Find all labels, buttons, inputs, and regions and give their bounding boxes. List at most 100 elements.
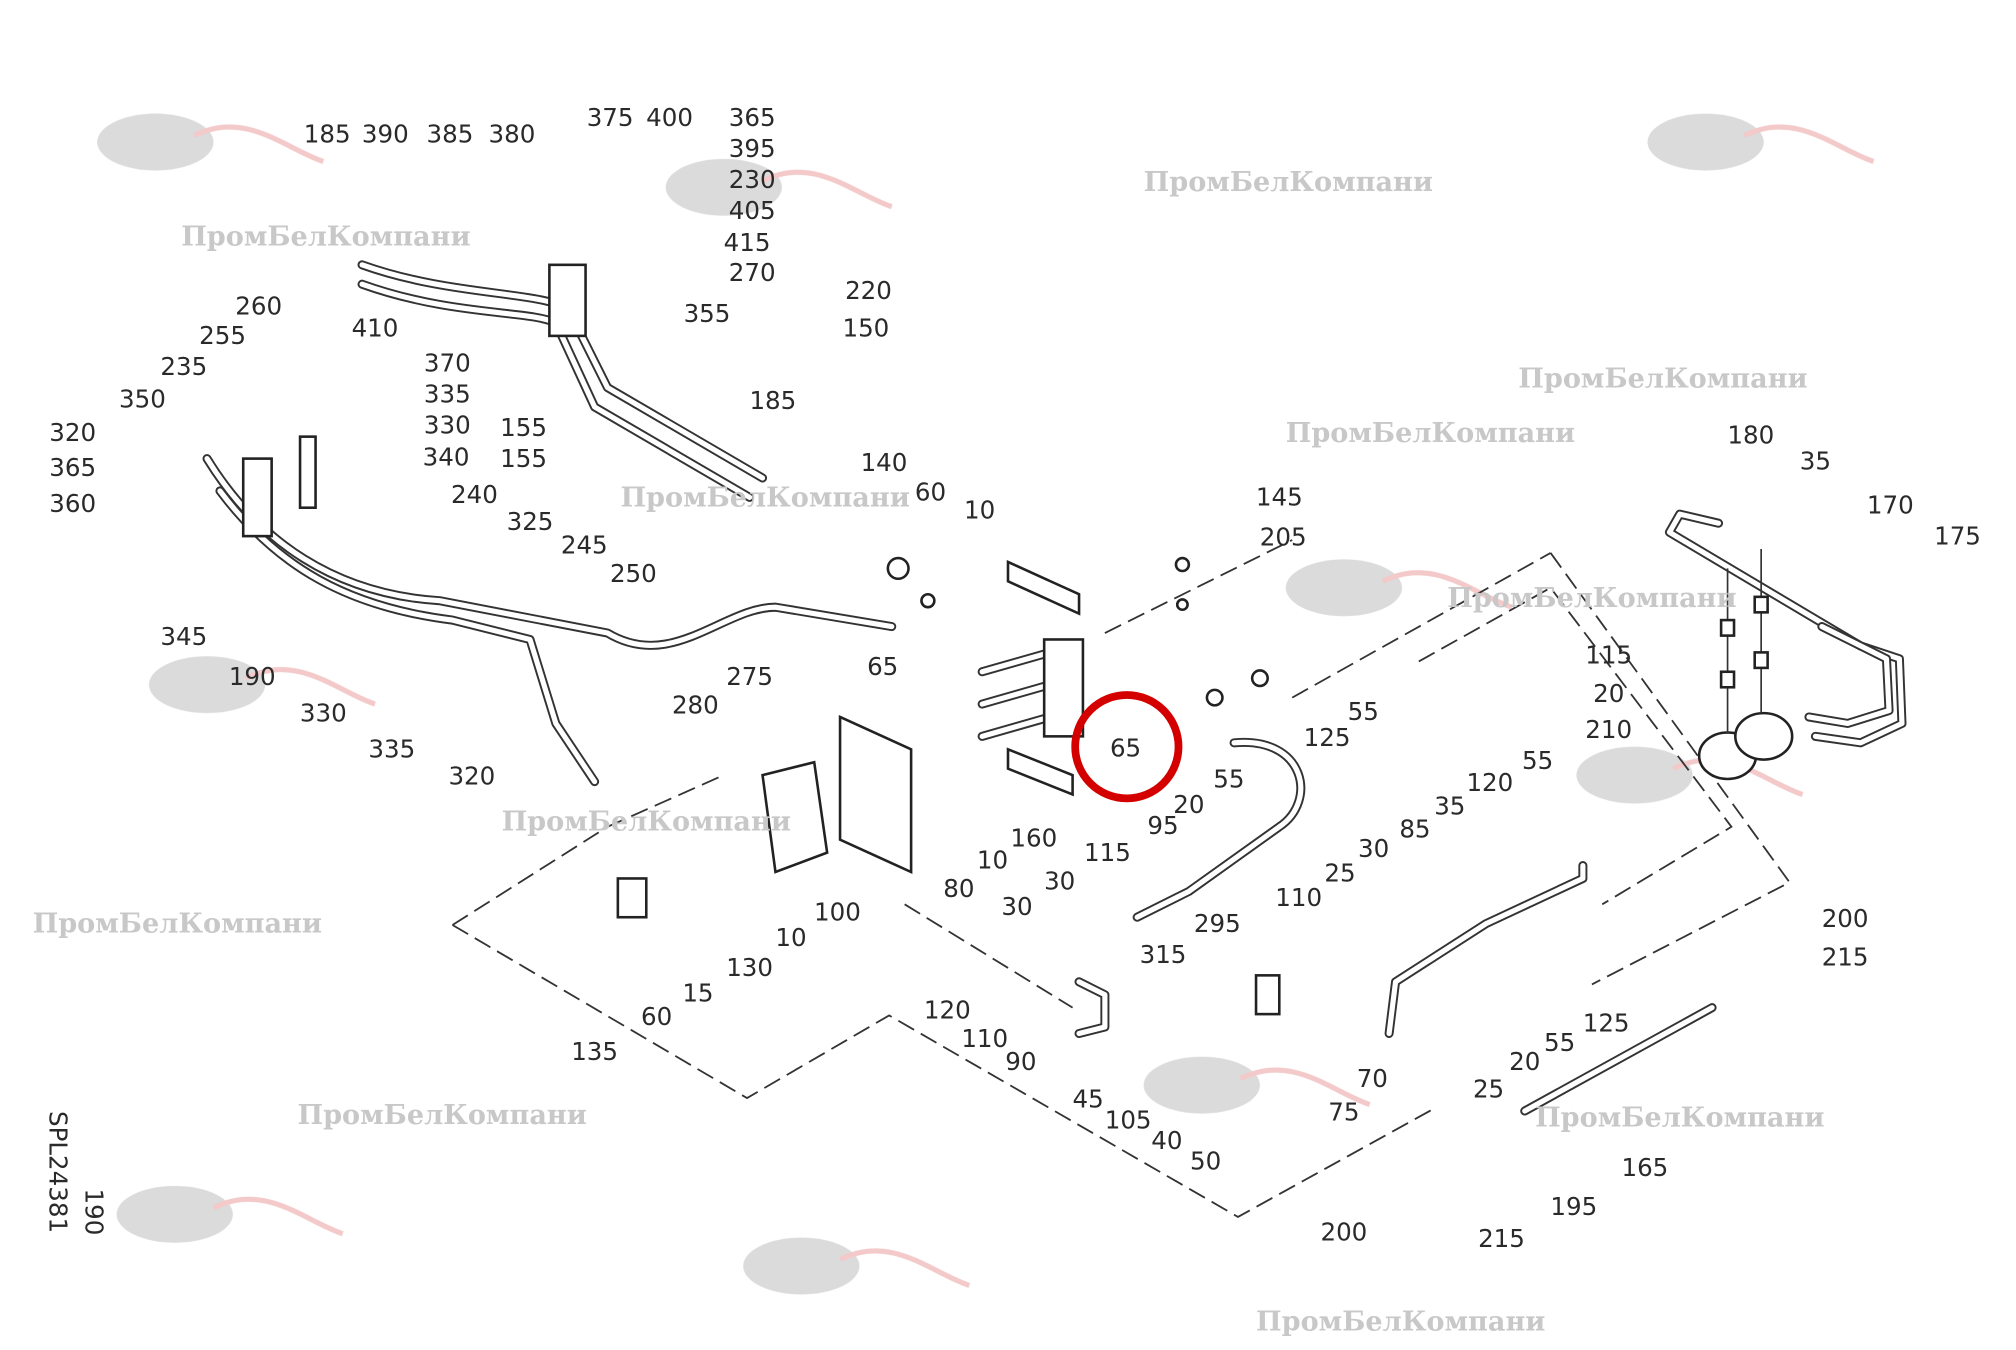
callout-label: 215 <box>1822 943 1869 972</box>
callout-label: 65 <box>1110 733 1141 762</box>
callout-label: 90 <box>1005 1047 1036 1076</box>
callout-label: 125 <box>1583 1008 1630 1037</box>
callout-label: 210 <box>1585 715 1632 744</box>
callout-label: 60 <box>915 477 946 506</box>
callout-label: 150 <box>842 313 889 342</box>
callout-label: 10 <box>775 923 806 952</box>
callout-label: 260 <box>235 291 282 320</box>
callout-label: 215 <box>1478 1224 1525 1253</box>
callout-label: 385 <box>426 120 473 149</box>
callout-label: 100 <box>814 897 861 926</box>
callout-label: 235 <box>160 352 207 381</box>
callout-label: 120 <box>1466 768 1513 797</box>
callout-label: 255 <box>199 321 246 350</box>
callout-label: 370 <box>424 348 471 377</box>
callout-label: 180 <box>1727 421 1774 450</box>
callout-label: 60 <box>641 1002 672 1031</box>
callout-label: 270 <box>729 258 776 287</box>
callout-label: 220 <box>845 276 892 305</box>
dashed-assembly-lines <box>452 539 1791 1218</box>
callout-label: 75 <box>1328 1098 1359 1127</box>
callout-label: 10 <box>964 496 995 525</box>
callout-label: 145 <box>1256 483 1303 512</box>
sheet-number: 190 <box>80 1189 109 1236</box>
callout-label: 320 <box>49 418 96 447</box>
watermark-text: ПромБелКомпани <box>1518 364 1807 395</box>
callout-label: 320 <box>448 762 495 791</box>
callout-label: 85 <box>1399 815 1430 844</box>
watermark-text: ПромБелКомпани <box>502 807 791 838</box>
callout-label: 325 <box>507 507 554 536</box>
callout-label: 20 <box>1509 1047 1540 1076</box>
callout-label: 45 <box>1072 1085 1103 1114</box>
callout-label: 25 <box>1324 859 1355 888</box>
callout-label: 55 <box>1348 697 1379 726</box>
callout-label: 315 <box>1140 940 1187 969</box>
watermark-text: ПромБелКомпани <box>1256 1307 1545 1338</box>
callout-label: 245 <box>561 530 608 559</box>
callout-label: 275 <box>726 662 773 691</box>
components <box>241 263 1794 1016</box>
callout-label: 335 <box>424 379 471 408</box>
watermark-text: ПромБелКомпани <box>1286 418 1575 449</box>
callout-label: 295 <box>1194 909 1241 938</box>
callout-label: 115 <box>1084 838 1131 867</box>
callout-label: 200 <box>1822 904 1869 933</box>
callout-label: 65 <box>867 652 898 681</box>
callout-label: 10 <box>977 846 1008 875</box>
watermark-text: ПромБелКомпани <box>1144 167 1433 198</box>
callout-label: 345 <box>160 622 207 651</box>
watermark-text: ПромБелКомпани <box>1535 1103 1824 1134</box>
watermark-text: ПромБелКомпани <box>620 482 909 513</box>
callout-label: 20 <box>1173 790 1204 819</box>
hydraulic-tubes <box>202 260 1907 1116</box>
callout-label: 30 <box>1358 834 1389 863</box>
callout-label: 400 <box>646 103 693 132</box>
callout-label: 175 <box>1934 521 1981 550</box>
callout-label: 190 <box>229 662 276 691</box>
callout-label: 105 <box>1105 1105 1152 1134</box>
callout-label: 195 <box>1550 1192 1597 1221</box>
callout-label: 140 <box>861 448 908 477</box>
callout-label: 360 <box>49 489 96 518</box>
callout-label: 335 <box>368 735 415 764</box>
callout-label: 160 <box>1010 824 1057 853</box>
callout-label: 375 <box>587 103 634 132</box>
watermark-text: ПромБелКомпани <box>33 909 322 940</box>
callout-label: 250 <box>610 559 657 588</box>
callout-label: 185 <box>749 386 796 415</box>
callout-label: 40 <box>1151 1126 1182 1155</box>
callout-label: 395 <box>729 134 776 163</box>
callout-label: 115 <box>1585 640 1632 669</box>
callout-label: 30 <box>1044 866 1075 895</box>
drawing-number: SPL24381 <box>43 1111 72 1233</box>
callout-label: 205 <box>1260 523 1307 552</box>
callout-label: 365 <box>49 453 96 482</box>
callout-label: 125 <box>1304 723 1351 752</box>
callout-label: 35 <box>1800 446 1831 475</box>
callout-label: 120 <box>924 996 971 1025</box>
highlight-circle <box>1071 691 1183 803</box>
watermark-logos <box>97 113 1875 1295</box>
callout-label: 110 <box>961 1024 1008 1053</box>
callout-label: 355 <box>684 299 731 328</box>
callout-label: 20 <box>1593 679 1624 708</box>
callout-label: 30 <box>1001 892 1032 921</box>
callout-label: 200 <box>1320 1218 1367 1247</box>
callout-label: 155 <box>500 413 547 442</box>
callout-label: 340 <box>423 443 470 472</box>
callout-label: 365 <box>729 103 776 132</box>
callout-label: 50 <box>1190 1147 1221 1176</box>
callout-label: 55 <box>1213 764 1244 793</box>
callout-label: 155 <box>500 444 547 473</box>
watermark-text: ПромБелКомпани <box>1447 583 1736 614</box>
callout-label: 415 <box>724 228 771 257</box>
callout-label: 15 <box>682 979 713 1008</box>
callout-label: 80 <box>943 874 974 903</box>
callout-label: 135 <box>571 1037 618 1066</box>
callout-label: 35 <box>1434 791 1465 820</box>
callout-label: 170 <box>1867 490 1914 519</box>
callout-label: 240 <box>451 480 498 509</box>
callout-label: 185 <box>304 120 351 149</box>
